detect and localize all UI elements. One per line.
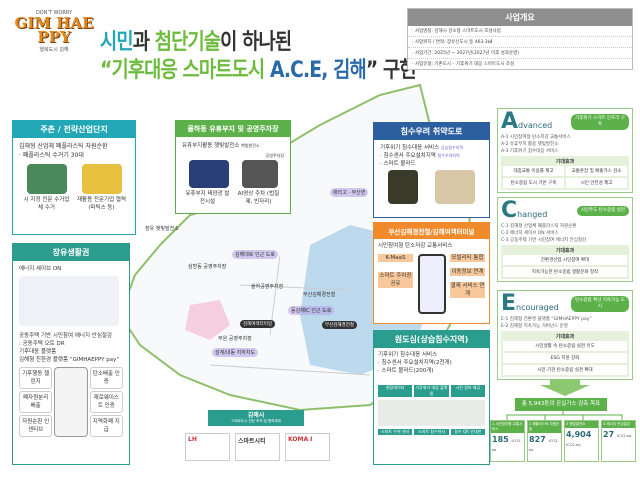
reduction-goal: 총 5,943톤의 온실가스 감축 목표 bbox=[515, 398, 607, 411]
logo: DON'T WORRY GIM HAE PPY 행복도시 김해 bbox=[14, 10, 94, 53]
cctv-camera-icon bbox=[241, 160, 278, 188]
page-title-line1: 시민과 첨단기술이 하나된 bbox=[100, 30, 292, 55]
down-arrow-icon bbox=[540, 379, 590, 396]
jangyu-area bbox=[185, 300, 230, 340]
transit-item: 결제 서비스 연계 bbox=[450, 282, 485, 298]
panel-yulha: 율하동 유휴부지 및 공영주차장 유휴부지활용 햇빛발전소 햇빛발전소 공영주차… bbox=[175, 120, 291, 214]
apartment-energy-diagram bbox=[19, 276, 119, 326]
map-label: 부원 공영주차장 bbox=[218, 336, 252, 342]
ace-changed: Changed 시민주도 탄소중립 실현 C-1 김해형 산업체 폐플라스틱 자… bbox=[497, 197, 633, 282]
partner-logo: LH bbox=[185, 433, 230, 461]
map-label: 율하공영주차장 bbox=[251, 284, 284, 290]
ace-encouraged: Encouraged 탄소중립 확산 지속가능 도시 E-1 김해형 친환경 플… bbox=[497, 290, 633, 380]
map-label: 동김해IC 인근 도로 bbox=[288, 306, 335, 315]
map-label: 김해대로 인근 도로 bbox=[232, 250, 278, 259]
partner-logo: KOMA I bbox=[285, 433, 330, 461]
flow-step: 현장데이터 bbox=[378, 385, 413, 397]
app-feature: 폐자원분리배출 bbox=[19, 391, 53, 413]
smart-bollard-icon bbox=[388, 170, 419, 204]
transit-item: K-MaaS bbox=[378, 254, 413, 262]
device-label: 스마트 수위 센서 bbox=[378, 429, 413, 435]
flow-step: 시민 정보 제공 bbox=[450, 385, 485, 397]
solar-panel-icon bbox=[188, 160, 229, 188]
transit-item: 스마트 주차장 공유 bbox=[378, 272, 413, 288]
map-label: 매리고 · 무산면 bbox=[330, 188, 369, 197]
map-label: 부산김해경전철 bbox=[303, 292, 336, 298]
transit-item: 이동정보 연계 bbox=[450, 268, 485, 276]
map-label: 삼계/내동 지하차도 bbox=[212, 348, 259, 357]
panel-flood: 침수우려 취약도로 기후위기 침수대응 서비스 상습침수지역 · 침수센서 주요… bbox=[373, 122, 490, 218]
recycling-facility-icon bbox=[81, 164, 122, 194]
map-label: 삼방동 공영주차장 bbox=[188, 264, 227, 270]
page-title-line2: “기후대응 스마트도시 A.C.E, 김해” 구현 bbox=[100, 58, 417, 83]
panel-transit: 부산김해경전철/김해여객터미널 시민참여형 탄소저감 교통서비스 K-MaaS … bbox=[373, 222, 490, 324]
map-tag: 부산김해경전철 bbox=[322, 321, 357, 329]
phone-app-mockup bbox=[54, 367, 88, 437]
transit-item: 모빌리티 통합 bbox=[450, 254, 485, 262]
partner-logo: 스마트시티 bbox=[235, 433, 280, 461]
app-feature: 기후행동 챌린지 bbox=[19, 367, 53, 389]
ace-advanced: Advanced 기후위기 스마트 인프라 구축 A-1 시민참여형 탄소저감 … bbox=[497, 108, 633, 193]
phone-mockup bbox=[417, 254, 446, 314]
recycling-truck-icon bbox=[26, 164, 67, 194]
flow-step: 기후위기 대응 플랫폼 bbox=[414, 385, 449, 397]
panel-jangyu: 장유생활권 에너지 세이브 ON 공동주택 기반 시민참여 에너지 안심절감 :… bbox=[12, 243, 130, 465]
app-feature: 제로웨이스트 인증 bbox=[89, 391, 123, 413]
app-feature: 자원순환 인센티브 bbox=[19, 415, 53, 437]
flood-sensor-icon bbox=[434, 170, 475, 204]
panel-downtown: 원도심(상습침수지역) 기후위기 침수대응 서비스 · 침수센서 주요설치지역(… bbox=[373, 330, 490, 465]
goal-connector bbox=[506, 411, 623, 420]
sensor-photos bbox=[378, 400, 485, 426]
map-tag: 김해여객터미널 bbox=[240, 320, 275, 328]
project-overview: 사업개요 · 사업명칭: 김해시 강소형 스마트도시 조성사업 · 사업위치 /… bbox=[407, 8, 633, 70]
gimhae-city-box: 김해시 스마트도시 전담 조직 및 협력체계 bbox=[208, 410, 304, 426]
device-label: 침수 QR 안내판 bbox=[450, 429, 485, 435]
panel-jucheon: 주촌 / 전략산업단지 김해형 산업체 폐플라스틱 자원순환 · 폐플라스틱 수… bbox=[12, 120, 136, 235]
device-label: 스마트 침수센서 bbox=[414, 429, 449, 435]
app-feature: 탄소배출 인증 bbox=[89, 367, 123, 389]
app-feature: 지역화폐 지급 bbox=[89, 415, 123, 437]
map-label: 장유 햇빛발전소 bbox=[145, 226, 179, 232]
